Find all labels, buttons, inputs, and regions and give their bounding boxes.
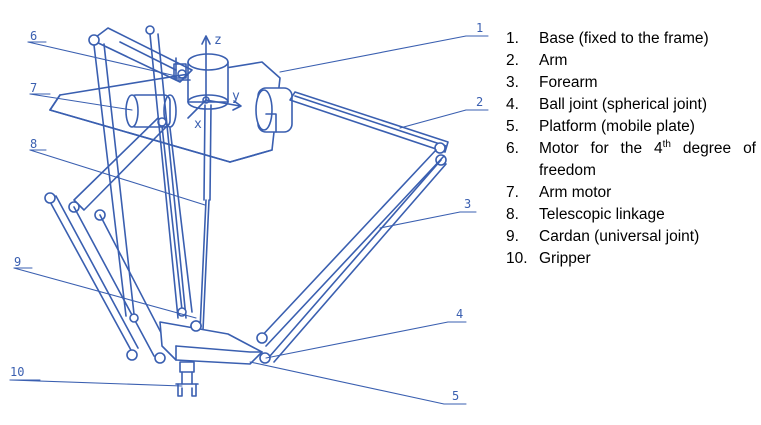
coordinate-axes bbox=[188, 36, 241, 118]
forearm-left bbox=[45, 193, 170, 363]
legend-item: 1. Base (fixed to the frame) bbox=[506, 28, 756, 50]
callout-8: 8 bbox=[30, 137, 37, 151]
forearm-right bbox=[257, 150, 446, 363]
legend-text-part: degree of freedom bbox=[539, 140, 756, 179]
legend-item: 7. Arm motor bbox=[506, 182, 756, 204]
legend-text: Telescopic linkage bbox=[539, 206, 665, 223]
callout-7: 7 bbox=[30, 81, 37, 95]
forearm-back bbox=[94, 34, 201, 331]
legend-text: Forearm bbox=[539, 74, 598, 91]
callout-6: 6 bbox=[30, 29, 37, 43]
callout-3: 3 bbox=[464, 197, 471, 211]
callout-2: 2 bbox=[476, 95, 483, 109]
legend-item: 9. Cardan (universal joint) bbox=[506, 226, 756, 248]
legend-item: 6. Motor for the 4th degree of freedom bbox=[506, 138, 756, 182]
legend-item: 2. Arm bbox=[506, 50, 756, 72]
arm-right bbox=[290, 92, 448, 165]
legend-item: 10. Gripper bbox=[506, 248, 756, 270]
legend-text: Gripper bbox=[539, 250, 591, 267]
fourth-dof-motor bbox=[174, 54, 228, 109]
callout-leader-lines bbox=[10, 36, 488, 404]
legend-text: Cardan (universal joint) bbox=[539, 228, 700, 245]
legend-item: 4. Ball joint (spherical joint) bbox=[506, 94, 756, 116]
y-axis-label: y bbox=[232, 89, 240, 104]
arm-motor-right bbox=[256, 88, 292, 132]
mobile-platform bbox=[160, 321, 262, 364]
legend-text: Motor for the 4th degree of freedom bbox=[539, 138, 756, 182]
cardan-joint bbox=[180, 362, 194, 372]
legend-number: 5. bbox=[506, 118, 519, 135]
legend-text-part: Motor for the 4 bbox=[539, 140, 663, 157]
callout-10: 10 bbox=[10, 365, 24, 379]
legend-number: 10. bbox=[506, 250, 528, 267]
legend-text: Ball joint (spherical joint) bbox=[539, 96, 707, 113]
legend-item: 3. Forearm bbox=[506, 72, 756, 94]
arm-motor-left bbox=[126, 95, 176, 127]
legend-number: 8. bbox=[506, 206, 519, 223]
legend-number: 4. bbox=[506, 96, 519, 113]
x-axis-label: x bbox=[194, 117, 202, 132]
legend-text: Arm bbox=[539, 52, 568, 69]
telescopic-linkage bbox=[200, 105, 211, 330]
legend-number: 9. bbox=[506, 228, 519, 245]
legend-text: Base (fixed to the frame) bbox=[539, 30, 709, 47]
callout-9: 9 bbox=[14, 255, 21, 269]
z-axis-label: z bbox=[214, 33, 222, 48]
callout-4: 4 bbox=[456, 307, 463, 321]
legend-number: 1. bbox=[506, 30, 519, 47]
gripper bbox=[176, 372, 198, 396]
legend-superscript: th bbox=[662, 139, 671, 150]
component-legend: 1. Base (fixed to the frame) 2. Arm 3. F… bbox=[506, 28, 756, 270]
callout-1: 1 bbox=[476, 21, 483, 35]
legend-number: 3. bbox=[506, 74, 519, 91]
legend-text: Arm motor bbox=[539, 184, 612, 201]
legend-item: 8. Telescopic linkage bbox=[506, 204, 756, 226]
legend-text: Platform (mobile plate) bbox=[539, 118, 695, 135]
legend-number: 6. bbox=[506, 140, 519, 157]
legend-item: 5. Platform (mobile plate) bbox=[506, 116, 756, 138]
arm-left bbox=[69, 118, 168, 220]
legend-number: 2. bbox=[506, 52, 519, 69]
callout-5: 5 bbox=[452, 389, 459, 403]
legend-number: 7. bbox=[506, 184, 519, 201]
delta-robot-diagram: z y x 1 2 3 4 5 6 7 8 9 10 bbox=[0, 21, 500, 425]
